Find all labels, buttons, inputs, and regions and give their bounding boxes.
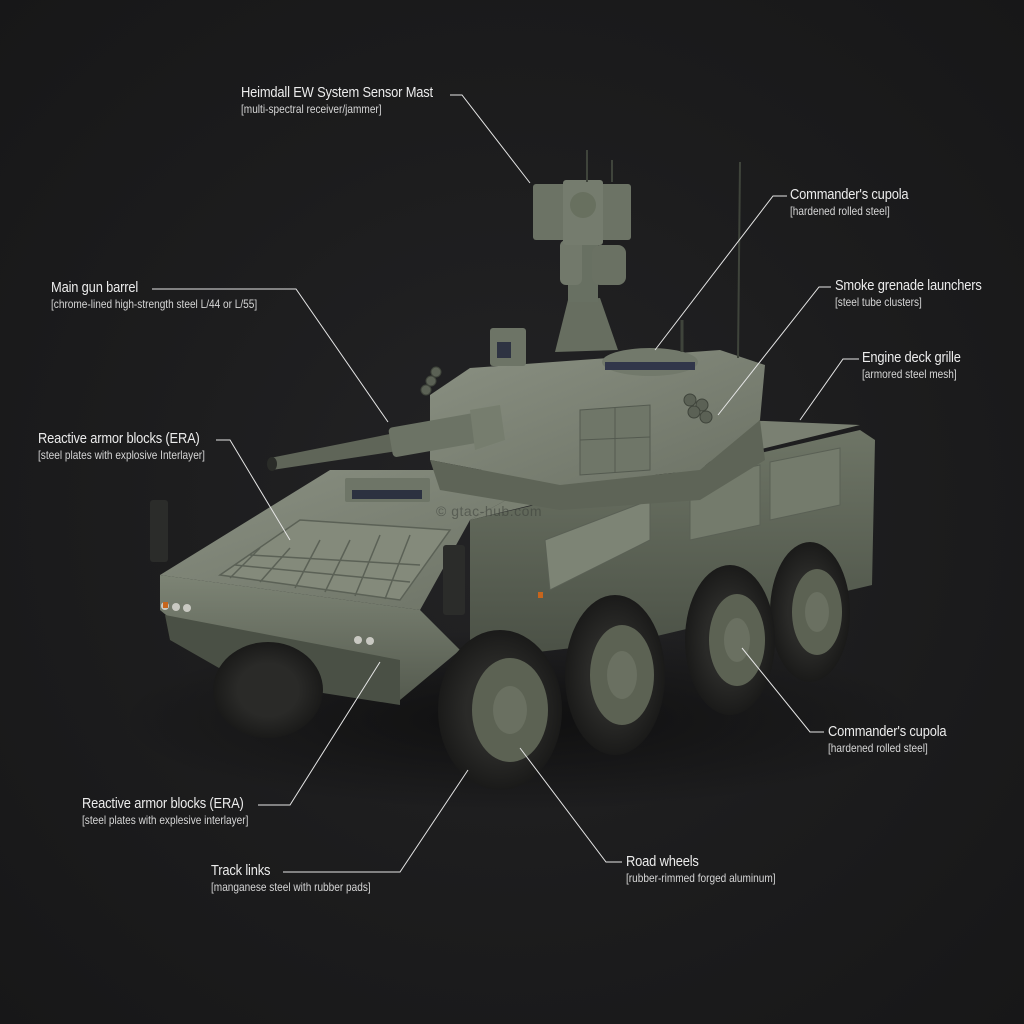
- smoke-launcher-cluster: [420, 366, 713, 424]
- callout-title: Track links: [211, 862, 271, 879]
- callout-title: Road wheels: [626, 853, 699, 870]
- callout-smoke-launchers: Smoke grenade launchers [steel tube clus…: [835, 277, 1006, 310]
- callout-subtitle: [chrome-lined high-strength steel L/44 o…: [51, 297, 258, 312]
- callout-title: Engine deck grille: [862, 349, 961, 366]
- callout-subtitle: [steel plates with explesive interlayer]: [82, 813, 249, 828]
- callout-subtitle: [armored steel mesh]: [862, 367, 957, 382]
- leader-main-gun: [152, 288, 389, 423]
- leader-road-wheels: [519, 747, 622, 863]
- callout-era-lower: Reactive armor blocks (ERA) [steel plate…: [82, 795, 280, 828]
- leader-sensor-mast: [450, 94, 531, 184]
- callout-title: Smoke grenade launchers: [835, 277, 982, 294]
- callout-subtitle: [rubber-rimmed forged aluminum]: [626, 871, 776, 886]
- right-mirror: [443, 545, 465, 615]
- callout-title: Reactive armor blocks (ERA): [38, 430, 200, 447]
- wheel-2: [565, 595, 665, 755]
- turret-group: [420, 161, 765, 510]
- callout-subtitle: [hardened rolled steel]: [828, 741, 928, 756]
- callout-sensor-mast: Heimdall EW System Sensor Mast [multi-sp…: [241, 84, 464, 117]
- callout-title: Commander's cupola: [828, 723, 947, 740]
- main-gun: [267, 405, 505, 471]
- wheel-4: [770, 542, 850, 682]
- wheel-1: [438, 630, 562, 790]
- side-era-blocks: [544, 499, 651, 591]
- leader-track-links: [283, 769, 469, 873]
- wheel-front-left: [213, 642, 323, 738]
- left-mirror: [150, 500, 168, 562]
- leader-era-lower: [258, 661, 381, 806]
- callout-subtitle: [steel tube clusters]: [835, 295, 922, 310]
- callout-main-gun: Main gun barrel [chrome-lined high-stren…: [51, 279, 296, 312]
- road-wheels-group: [213, 542, 850, 790]
- callout-era-upper: Reactive armor blocks (ERA) [steel plate…: [38, 430, 237, 463]
- wheel-3: [685, 565, 775, 715]
- callout-road-wheels: Road wheels [rubber-rimmed forged alumin…: [626, 853, 804, 886]
- callout-title: Commander's cupola: [790, 186, 909, 203]
- callout-track-links: Track links [manganese steel with rubber…: [211, 862, 401, 895]
- era-grid: [217, 519, 452, 601]
- leader-cupola-lower: [741, 647, 824, 733]
- driver-periscopes: [352, 490, 422, 499]
- watermark: © gtac-hub.com: [436, 503, 543, 519]
- callout-subtitle: [multi-spectral receiver/jammer]: [241, 102, 382, 117]
- callout-subtitle: [steel plates with explosive Interlayer]: [38, 448, 205, 463]
- leader-smoke: [717, 286, 831, 416]
- leader-engine-grille: [799, 358, 859, 421]
- callout-engine-grille: Engine deck grille [armored steel mesh]: [862, 349, 977, 382]
- sensor-mast: [533, 150, 631, 352]
- callout-subtitle: [hardened rolled steel]: [790, 204, 890, 219]
- leader-lines: [152, 94, 859, 873]
- callout-title: Main gun barrel: [51, 279, 139, 296]
- callout-title: Heimdall EW System Sensor Mast: [241, 84, 433, 101]
- callout-cupola-upper: Commander's cupola [hardened rolled stee…: [790, 186, 928, 219]
- callout-subtitle: [manganese steel with rubber pads]: [211, 880, 371, 895]
- callout-title: Reactive armor blocks (ERA): [82, 795, 244, 812]
- leader-cupola-upper: [654, 195, 787, 351]
- leader-era-upper: [216, 439, 291, 541]
- turret-side: [430, 420, 765, 510]
- callout-cupola-lower: Commander's cupola [hardened rolled stee…: [828, 723, 966, 756]
- antenna-rear: [737, 161, 741, 359]
